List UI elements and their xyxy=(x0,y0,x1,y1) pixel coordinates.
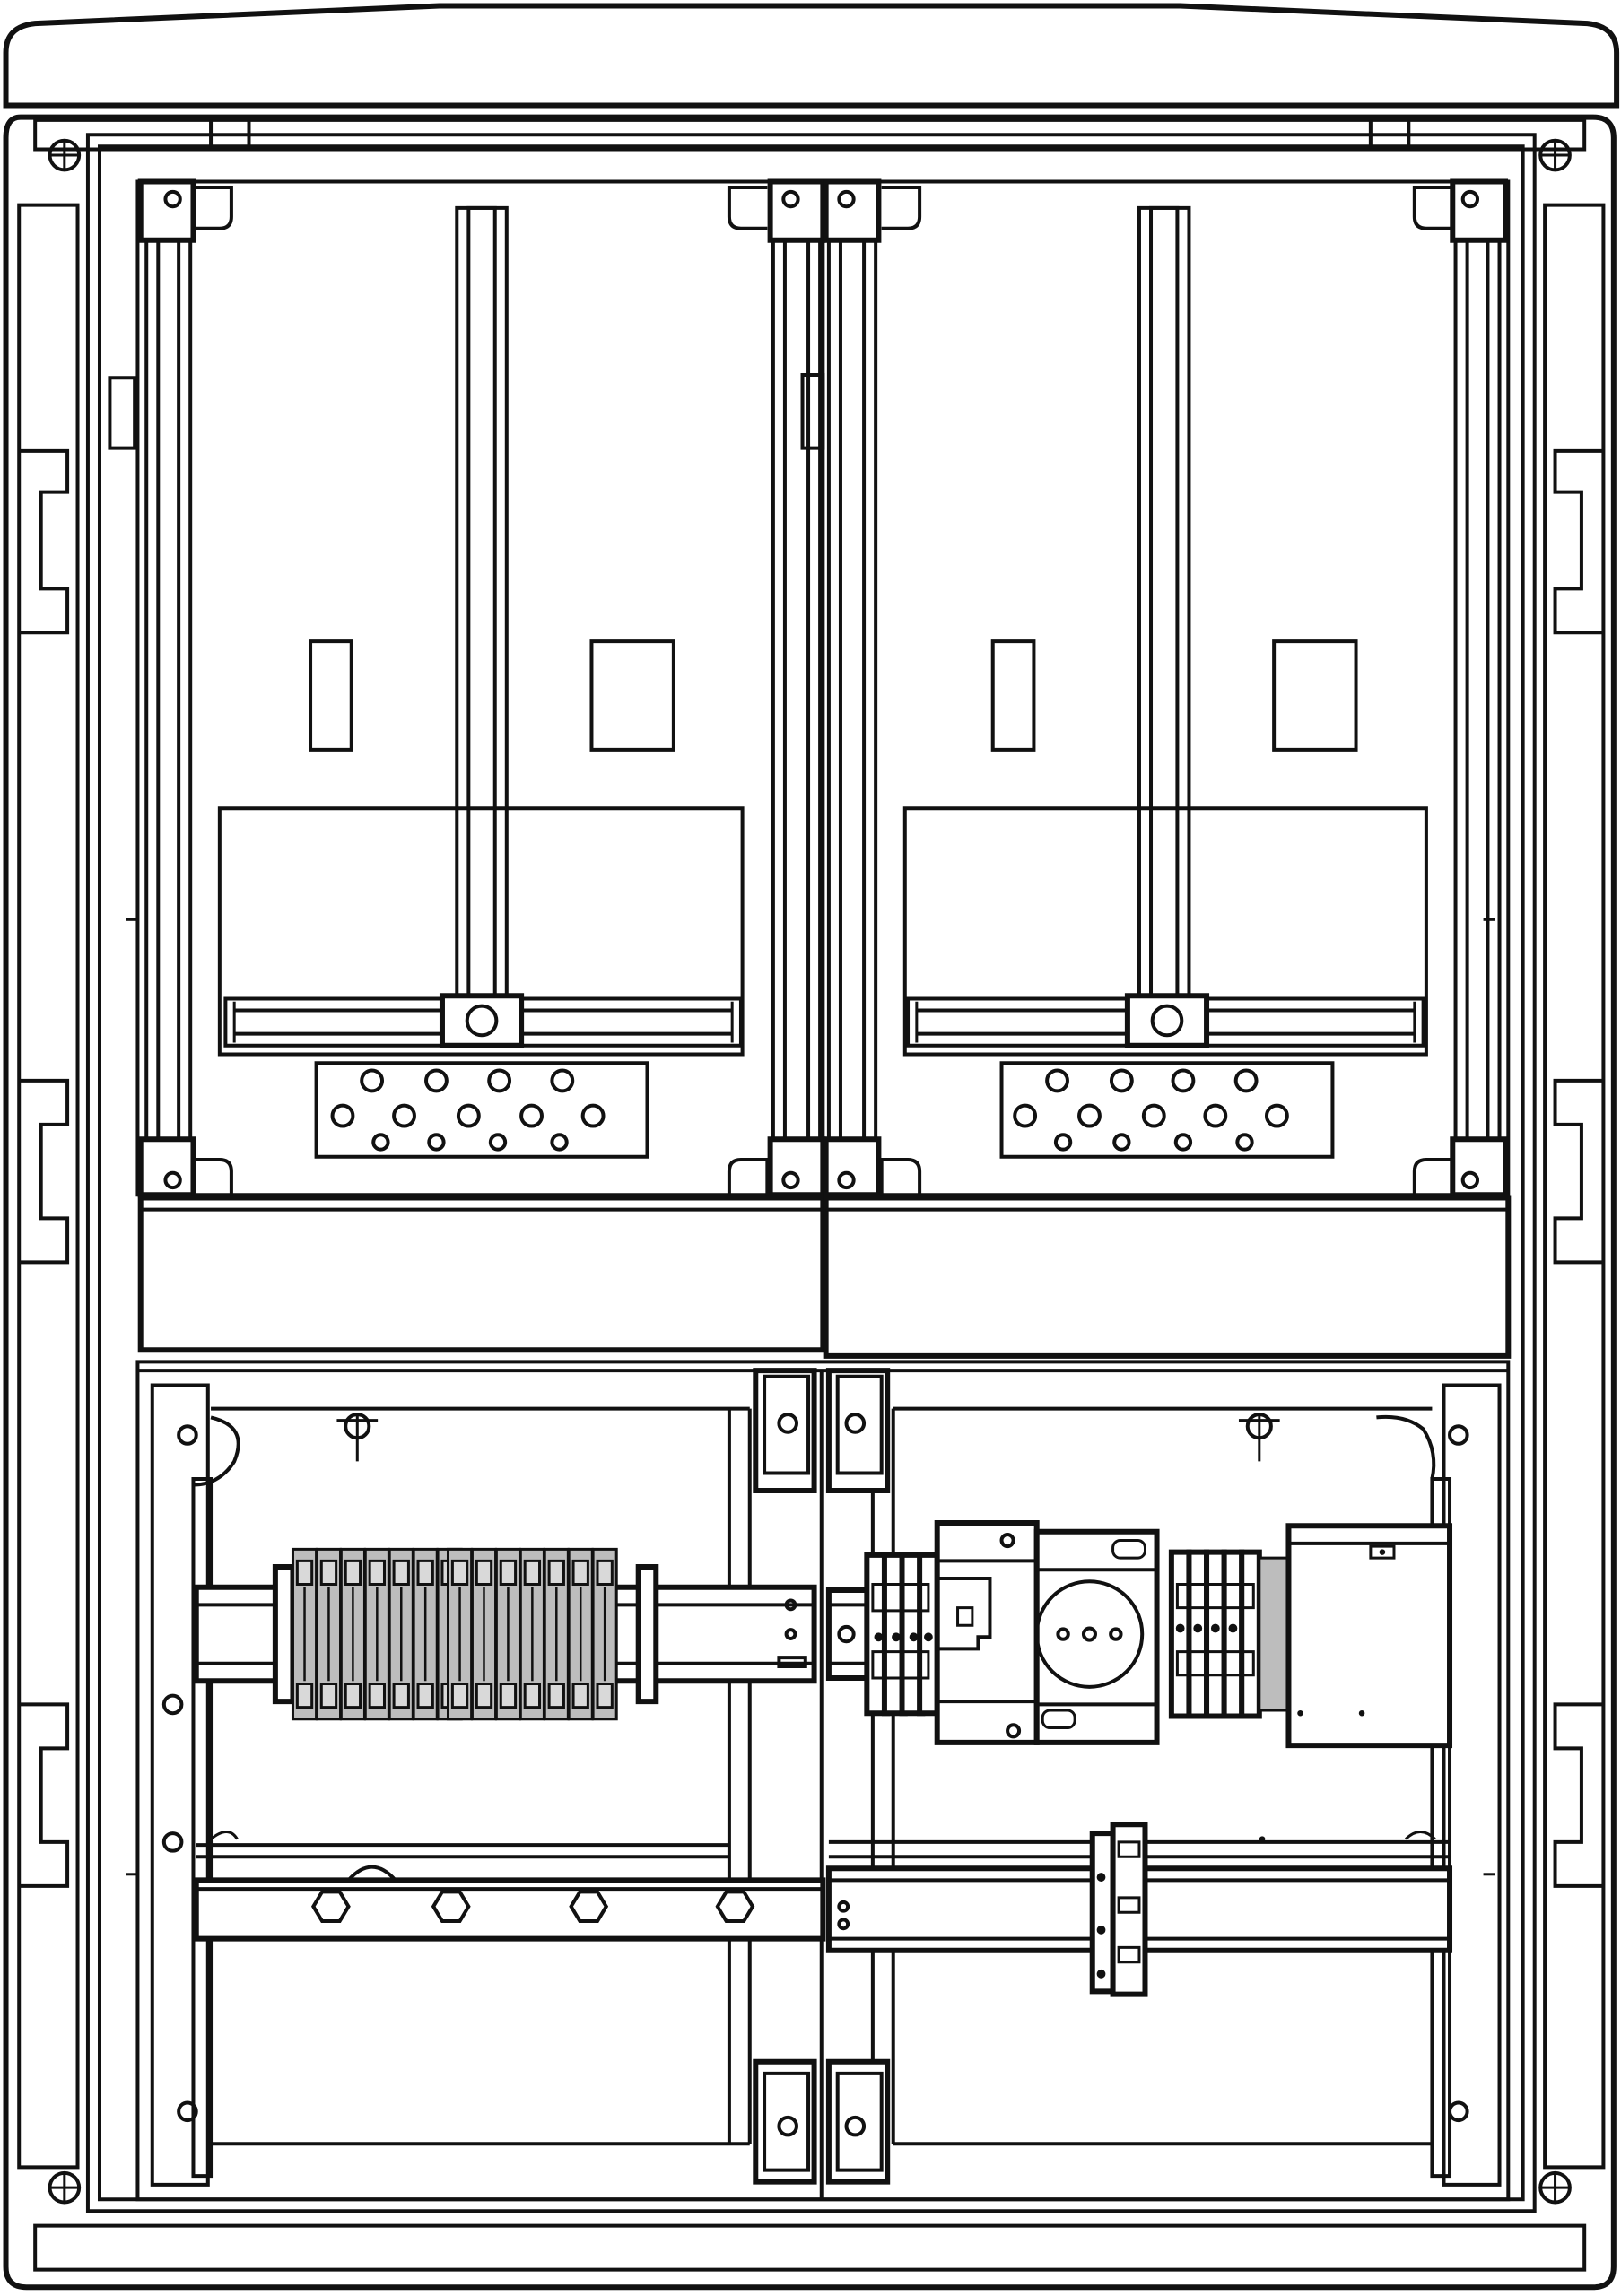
terminal-clamp xyxy=(341,1549,364,1718)
enclosure-roof xyxy=(6,6,1617,106)
meter-fixing-slot xyxy=(310,641,352,750)
schuko-socket xyxy=(1037,1532,1157,1743)
terminal-clamps-right-a xyxy=(867,1555,937,1713)
meter-carrier xyxy=(905,808,1426,1054)
terminal-clamp xyxy=(365,1549,388,1718)
meter-field-2 xyxy=(905,208,1426,1055)
vertical-mounting-rail xyxy=(141,181,1505,1195)
terminal-clamps-right-b xyxy=(1172,1552,1289,1717)
corner-screw-icon xyxy=(49,141,1569,2203)
wall-notches xyxy=(19,451,1603,1886)
cover-strip xyxy=(141,1198,1509,1356)
center-bracket xyxy=(755,1370,887,2199)
junction-box xyxy=(1288,1526,1450,1745)
meter-carrier xyxy=(220,808,743,1054)
terminal-clamp xyxy=(496,1549,519,1718)
terminal-clamp xyxy=(414,1549,437,1718)
terminal-block-n-pe-1 xyxy=(317,1063,648,1156)
terminal-clamp xyxy=(317,1549,340,1718)
field-corner-tabs xyxy=(193,187,1452,1195)
terminal-clamp xyxy=(569,1549,592,1718)
rcd-module xyxy=(937,1523,1037,1743)
meter-fixing-slot xyxy=(993,641,1034,750)
terminal-clamp xyxy=(292,1549,316,1718)
meter-fixing-slot xyxy=(1274,641,1355,750)
cable-gland-icon xyxy=(313,1892,753,1921)
meter-fixing-slot xyxy=(591,641,673,750)
bottom-plinth xyxy=(35,2226,1584,2270)
terminal-clamp xyxy=(472,1549,495,1718)
distribution-frame xyxy=(137,1361,1508,2199)
small-terminal-strip xyxy=(1093,1824,1146,1994)
terminal-clamp xyxy=(593,1549,616,1718)
terminal-clamp xyxy=(520,1549,544,1718)
terminal-clamp xyxy=(389,1549,413,1718)
terminal-clamp xyxy=(545,1549,568,1718)
terminal-block-n-pe-2 xyxy=(1002,1063,1333,1156)
mounting-screw-icon xyxy=(336,1414,1279,1461)
meter-field-1 xyxy=(220,208,743,1055)
terminal-group-left xyxy=(275,1549,656,1718)
terminal-clamp xyxy=(448,1549,471,1718)
